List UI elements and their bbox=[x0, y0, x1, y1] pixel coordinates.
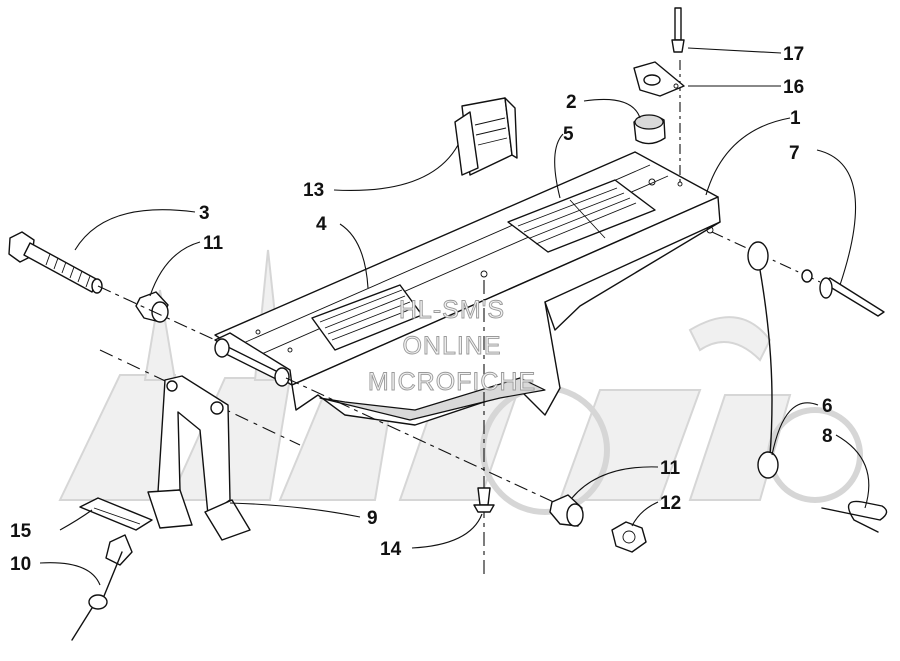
leader-3 bbox=[74, 209, 196, 251]
plate-part-15 bbox=[79, 497, 153, 531]
decal-4 bbox=[311, 284, 423, 351]
callout-leaders bbox=[39, 47, 870, 586]
grommet-part-2 bbox=[633, 114, 666, 145]
callout-14: 14 bbox=[380, 539, 402, 560]
leader-4 bbox=[339, 223, 369, 289]
rivet-part-17 bbox=[671, 7, 685, 53]
axis-line-pin bbox=[285, 377, 561, 506]
callout-17: 17 bbox=[783, 44, 804, 65]
callout-10: 10 bbox=[10, 554, 31, 575]
leader-2 bbox=[583, 98, 641, 119]
callout-3: 3 bbox=[199, 203, 210, 224]
leader-1 bbox=[705, 117, 791, 196]
decal-5 bbox=[507, 179, 656, 253]
callout-16: 16 bbox=[783, 77, 804, 98]
clip-part-13 bbox=[454, 97, 518, 176]
callout-13: 13 bbox=[303, 180, 324, 201]
callout-numbers: 1 2 3 4 5 6 7 8 9 10 11 11 12 13 14 15 1… bbox=[10, 44, 833, 575]
leader-11b bbox=[571, 466, 659, 499]
leader-6 bbox=[771, 402, 819, 456]
watermark-text: HL-SM'S ONLINE MICROFICHE bbox=[367, 296, 536, 397]
bushing-part-11-right bbox=[549, 494, 584, 527]
callout-12: 12 bbox=[660, 493, 681, 514]
callout-8: 8 bbox=[822, 426, 833, 447]
nut-part-12 bbox=[611, 521, 647, 553]
bushing-part-11-left bbox=[135, 291, 169, 323]
callout-5: 5 bbox=[563, 124, 574, 145]
leader-17 bbox=[687, 47, 782, 54]
callout-9: 9 bbox=[367, 508, 378, 529]
callout-4: 4 bbox=[316, 214, 327, 235]
bracket-part-16 bbox=[633, 61, 685, 97]
axis-line-bolt bbox=[97, 285, 216, 341]
callout-15: 15 bbox=[10, 521, 32, 542]
leader-13 bbox=[333, 144, 459, 191]
watermark-line-2: ONLINE bbox=[402, 332, 501, 360]
leader-9 bbox=[229, 502, 361, 518]
leader-14 bbox=[411, 513, 483, 549]
leader-7 bbox=[816, 149, 856, 286]
callout-1: 1 bbox=[790, 108, 801, 129]
mount-bracket-part-9 bbox=[147, 375, 251, 541]
leader-12 bbox=[631, 501, 659, 527]
hairpin-part-8 bbox=[821, 500, 888, 533]
watermark-line-3: MICROFICHE bbox=[368, 368, 536, 396]
leader-10 bbox=[39, 562, 101, 586]
leader-15 bbox=[59, 509, 93, 531]
leader-11a bbox=[149, 241, 201, 297]
callout-11-left: 11 bbox=[203, 233, 224, 254]
callout-7: 7 bbox=[789, 143, 800, 164]
leader-8 bbox=[835, 434, 870, 509]
watermark-line-1: HL-SM'S bbox=[399, 296, 505, 324]
lanyard-part-6 bbox=[747, 241, 779, 479]
hinge-tubes bbox=[214, 338, 290, 387]
callout-2: 2 bbox=[566, 92, 577, 113]
callout-6: 6 bbox=[822, 396, 833, 417]
bolt-part-3 bbox=[8, 231, 103, 294]
callout-11-right: 11 bbox=[660, 458, 681, 479]
leader-5 bbox=[554, 133, 564, 199]
rivet-part-14 bbox=[473, 487, 495, 513]
pin-part-7 bbox=[801, 269, 885, 317]
rivet-part-10 bbox=[71, 534, 133, 641]
